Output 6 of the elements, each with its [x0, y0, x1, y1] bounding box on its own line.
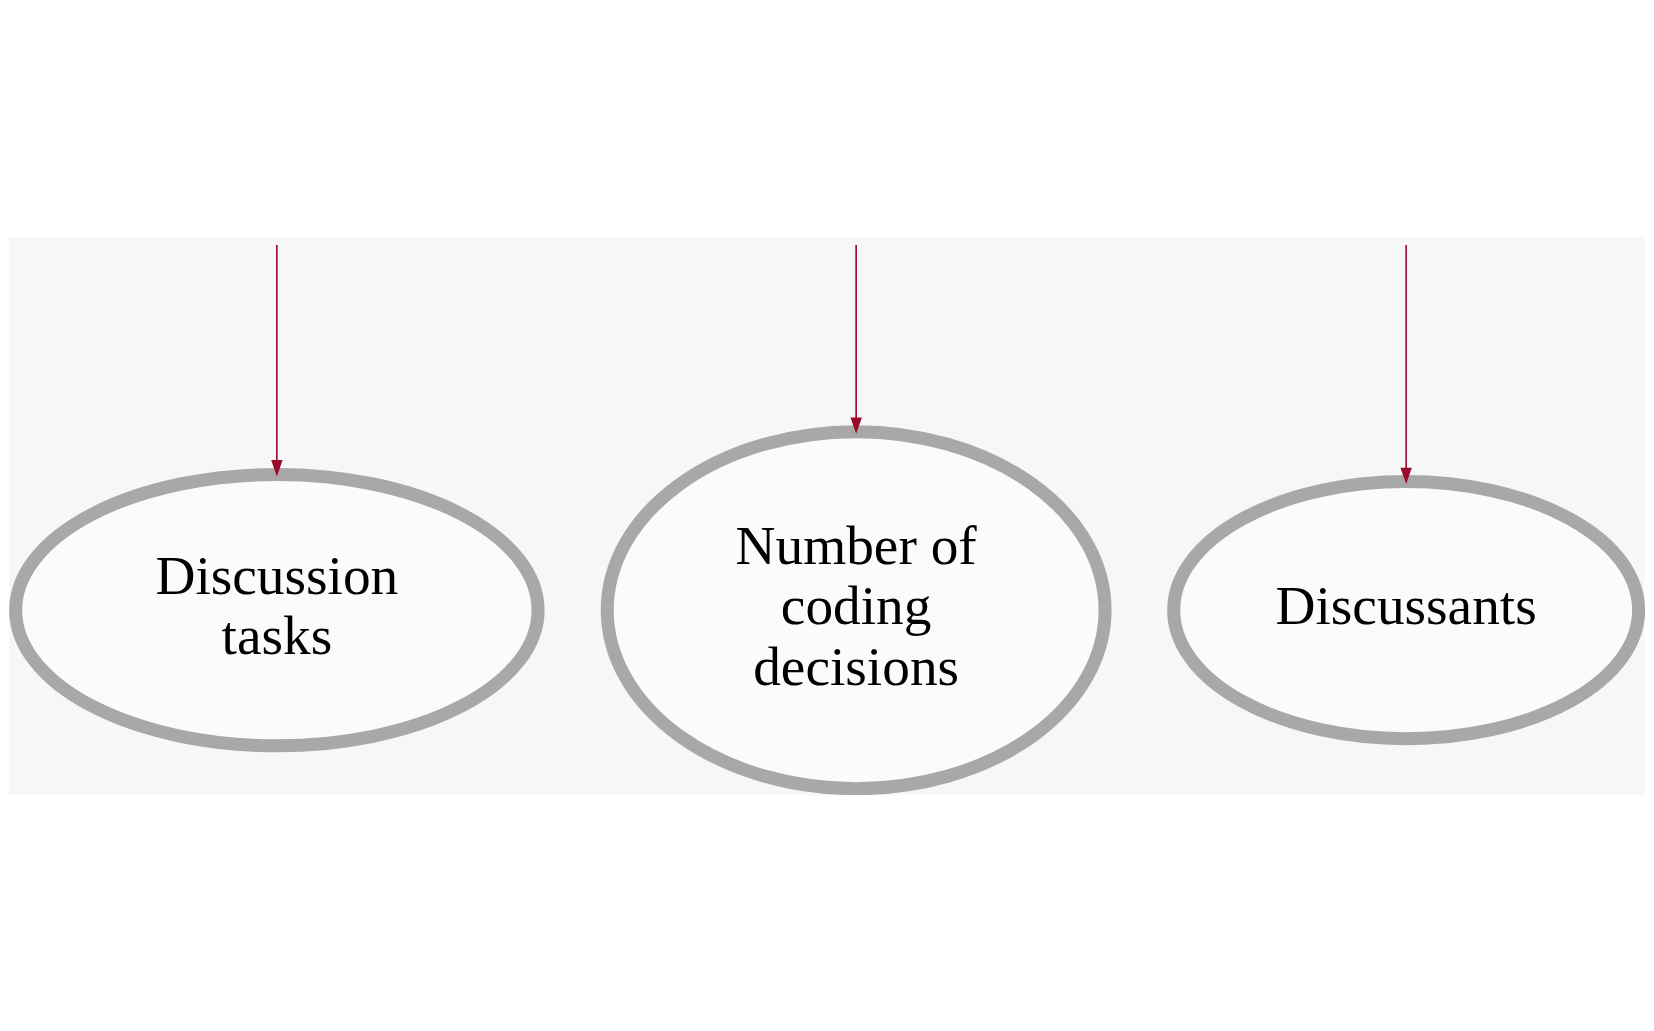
node-ellipse: Discussion tasks [9, 467, 545, 752]
arrow [271, 243, 283, 476]
node-ellipse: Discussants [1167, 474, 1646, 745]
arrow [1400, 243, 1412, 484]
node-ellipse: Number of coding decisions [600, 424, 1112, 795]
arrow [850, 243, 862, 434]
